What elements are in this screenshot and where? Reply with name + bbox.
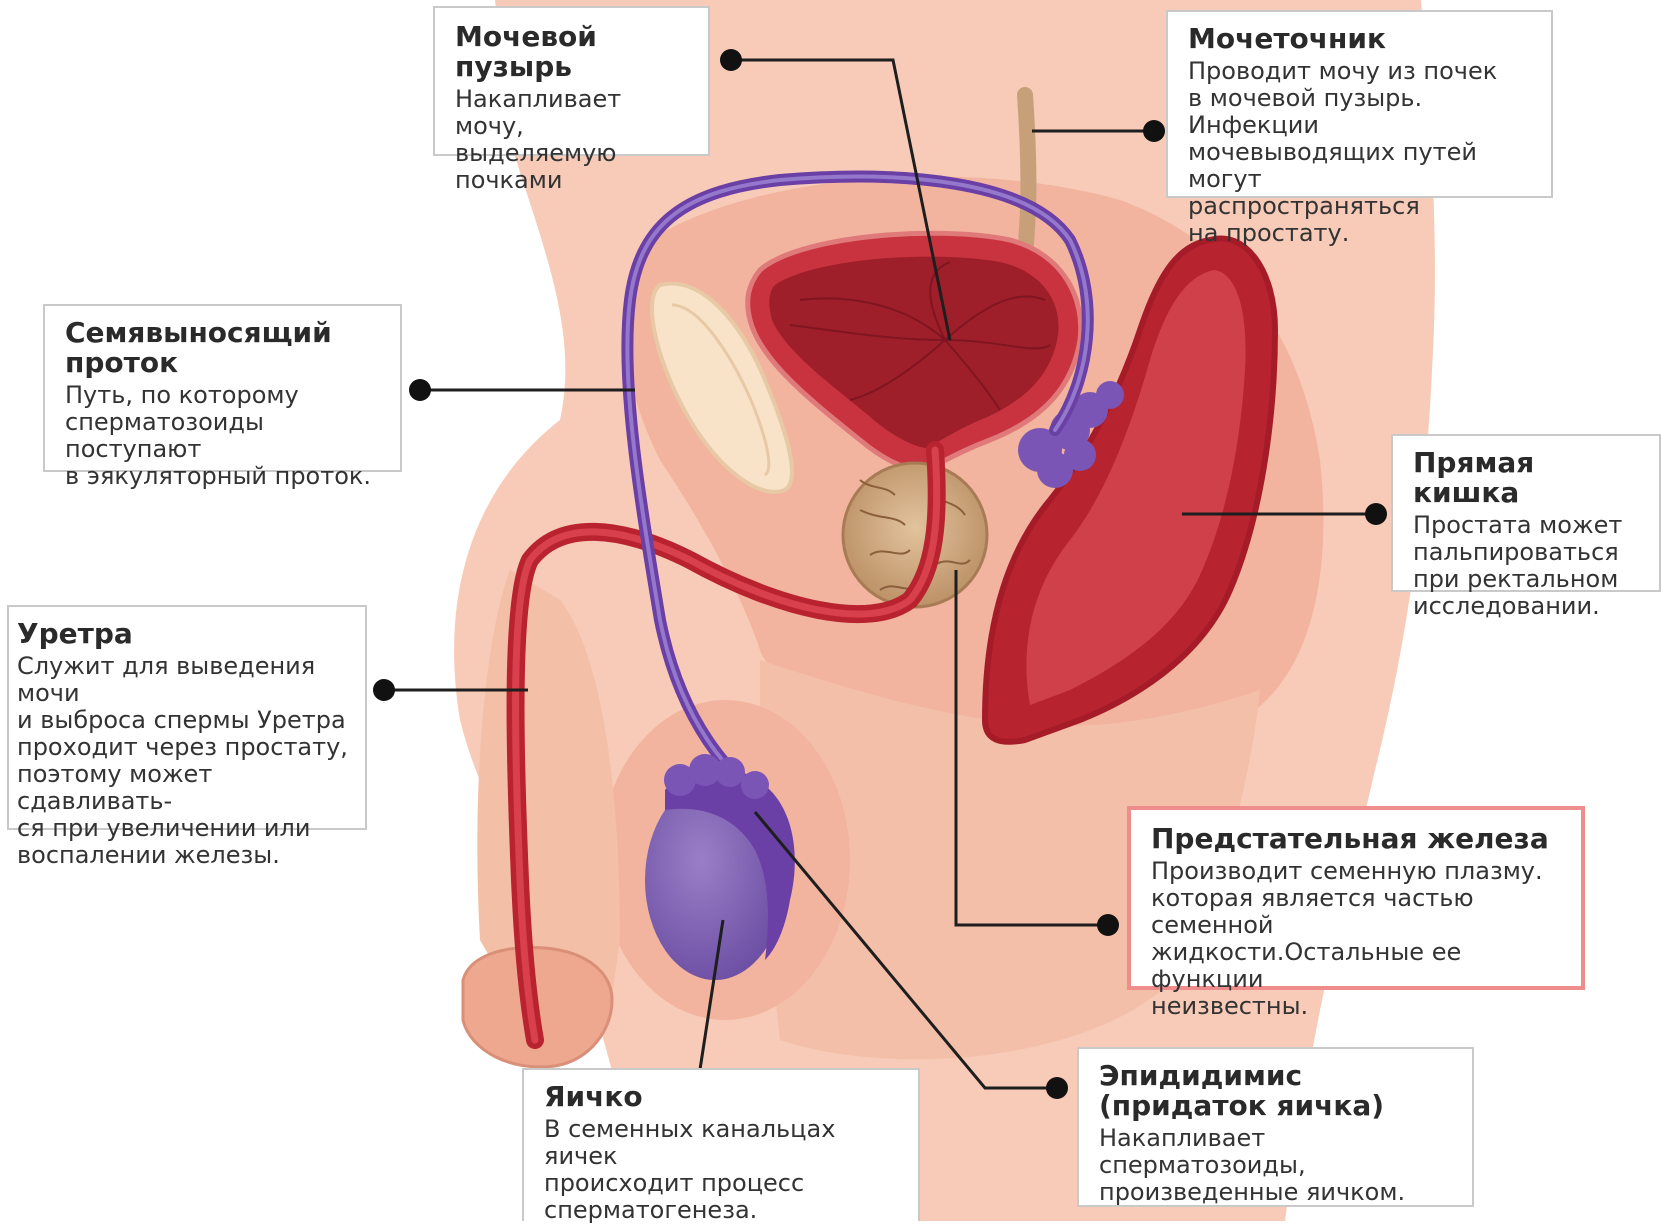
label-testis-text-2: происходит процесс [544, 1170, 900, 1197]
label-epididymis-title-2: (придаток яичка) [1099, 1091, 1454, 1121]
label-rectum-title: Прямая кишка [1413, 448, 1641, 508]
label-ureter-text-2: в мочевой пузырь. Инфекции [1188, 85, 1533, 139]
label-bladder-text-2: выделяемую [455, 140, 690, 167]
label-testis: Яичко В семенных канальцах яичек происхо… [522, 1068, 920, 1221]
label-vas-text-3: в эякуляторный проток. [65, 463, 382, 490]
label-vas-deferens: Семявыносящий проток Путь, по которому с… [43, 304, 402, 472]
label-prostate-text-1: Производит семенную плазму. [1151, 858, 1563, 885]
label-ureter-text-5: на простату. [1188, 220, 1533, 247]
label-vas-text-1: Путь, по которому [65, 382, 382, 409]
label-bladder-text-3: почками [455, 167, 690, 194]
label-epididymis-text-1: Накапливает сперматозоиды, [1099, 1125, 1454, 1179]
label-urethra-text-5: ся при увеличении или [17, 815, 357, 842]
label-ureter-text-4: распространяться [1188, 193, 1533, 220]
label-rectum-text-3: при ректальном [1413, 566, 1641, 593]
label-urethra-text-1: Служит для выведения мочи [17, 653, 357, 707]
label-bladder: Мочевой пузырь Накапливает мочу, выделяе… [433, 6, 710, 156]
label-rectum-text-1: Простата может [1413, 512, 1641, 539]
label-urethra-title: Уретра [17, 619, 357, 649]
label-prostate-text-4: неизвестны. [1151, 993, 1563, 1020]
label-ureter-title: Мочеточник [1188, 24, 1533, 54]
label-prostate-text-2: которая является частью семенной [1151, 885, 1563, 939]
label-prostate-title: Предстательная железа [1151, 824, 1563, 854]
label-urethra-text-4: поэтому может сдавливать- [17, 761, 357, 815]
label-rectum: Прямая кишка Простата может пальпировать… [1391, 434, 1661, 592]
label-urethra-text-3: проходит через простату, [17, 734, 357, 761]
label-epididymis: Эпидидимис (придаток яичка) Накапливает … [1077, 1047, 1474, 1207]
label-testis-text-3: сперматогенеза. [544, 1197, 900, 1224]
label-bladder-text-1: Накапливает мочу, [455, 86, 690, 140]
label-testis-text-1: В семенных канальцах яичек [544, 1116, 900, 1170]
label-prostate-text-3: жидкости.Остальные ее функции [1151, 939, 1563, 993]
label-epididymis-text-2: произведенные яичком. [1099, 1179, 1454, 1206]
label-testis-title: Яичко [544, 1082, 900, 1112]
label-rectum-text-2: пальпироваться [1413, 539, 1641, 566]
label-bladder-title: Мочевой пузырь [455, 22, 690, 82]
label-vas-title-2: проток [65, 348, 382, 378]
label-prostate: Предстательная железа Производит семенну… [1127, 806, 1585, 990]
label-ureter: Мочеточник Проводит мочу из почек в моче… [1166, 10, 1553, 198]
label-urethra-text-6: воспалении железы. [17, 842, 357, 869]
label-vas-title-1: Семявыносящий [65, 318, 382, 348]
label-ureter-text-1: Проводит мочу из почек [1188, 58, 1533, 85]
label-urethra: Уретра Служит для выведения мочи и выбро… [7, 605, 367, 830]
label-ureter-text-3: мочевыводящих путей могут [1188, 139, 1533, 193]
label-urethra-text-2: и выброса спермы Уретра [17, 707, 357, 734]
label-vas-text-2: сперматозоиды поступают [65, 409, 382, 463]
label-rectum-text-4: исследовании. [1413, 593, 1641, 620]
label-epididymis-title-1: Эпидидимис [1099, 1061, 1454, 1091]
